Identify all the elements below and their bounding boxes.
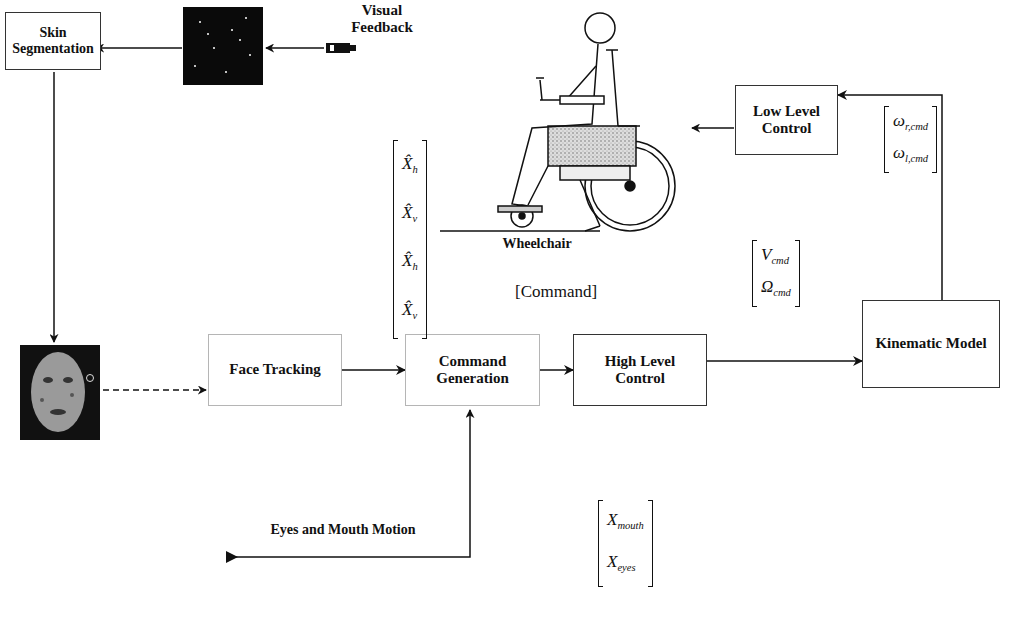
image-arrow (96, 47, 182, 49)
edge-label: [Command] (513, 282, 599, 302)
signal-name: X̂ (402, 251, 412, 270)
vector-entry: Ωcmd (761, 274, 791, 306)
connector-arrow (707, 360, 862, 362)
vector-entry: ωl,cmd (893, 140, 928, 172)
input-arrow (226, 410, 470, 557)
connector-arrow (540, 369, 573, 371)
signal-name: ω (893, 143, 905, 162)
connector-arrow (342, 369, 405, 371)
signal-subscript: mouth (617, 520, 643, 531)
vector-entry: X̂h (402, 142, 418, 191)
node-label: High Level Control (579, 353, 701, 388)
camera-icon (326, 43, 356, 53)
signal-name: X̂ (402, 154, 412, 173)
signal-name: Ω (761, 277, 773, 296)
connector-arrow (838, 95, 942, 300)
process-box: Kinematic Model (862, 300, 1000, 388)
vector-entry: Xeyes (607, 544, 644, 586)
wheelchair-drawing (440, 13, 675, 231)
vector-entry: Vcmd (761, 242, 791, 274)
process-box: Command Generation (405, 334, 540, 406)
annotation-label: Visual Feedback (350, 2, 414, 35)
segmentation-arrow (53, 72, 55, 342)
process-box: Low Level Control (735, 85, 838, 155)
vector-bracket: XmouthXeyes (598, 500, 653, 587)
process-box: High Level Control (573, 334, 707, 406)
signal-subscript: v (412, 310, 417, 321)
signal-subscript: r,cmd (905, 121, 928, 132)
vector-entry: Xmouth (607, 502, 644, 544)
node-label: Command Generation (411, 353, 534, 388)
signal-subscript: h (412, 164, 417, 175)
signal-subscript: l,cmd (905, 152, 928, 163)
signal-name: X̂ (402, 203, 412, 222)
process-box: Skin Segmentation (5, 12, 101, 70)
vector-entry: X̂v (402, 288, 418, 337)
input-arrow-tail (226, 551, 238, 563)
node-label: Kinematic Model (875, 335, 986, 352)
signal-subscript: eyes (617, 561, 635, 572)
signal-subscript: cmd (773, 286, 791, 297)
node-label: Skin Segmentation (11, 25, 95, 57)
drive-arrow (692, 127, 734, 129)
vector-bracket: VcmdΩcmd (752, 240, 800, 307)
vector-bracket: ωr,cmdωl,cmd (884, 106, 937, 173)
vector-bracket: X̂hX̂vX̂hX̂v (393, 140, 427, 339)
feedback-arrow (266, 47, 324, 49)
process-box: Face Tracking (208, 334, 342, 406)
face-image (20, 345, 100, 440)
signal-name: ω (893, 111, 905, 130)
vector-entry: X̂v (402, 191, 418, 240)
signal-subscript: cmd (771, 255, 789, 266)
vector-entry: ωr,cmd (893, 108, 928, 140)
face-arrow (103, 389, 206, 391)
vector-entry: X̂h (402, 239, 418, 288)
input-label: Eyes and Mouth Motion (248, 522, 438, 537)
signal-subscript: v (412, 212, 417, 223)
figure-label: Wheelchair (492, 236, 582, 251)
signal-name: X̂ (402, 300, 412, 319)
signal-name: X (607, 510, 617, 529)
signal-subscript: h (412, 261, 417, 272)
node-label: Face Tracking (229, 361, 321, 378)
node-label: Low Level Control (741, 103, 832, 138)
signal-name: X (607, 552, 617, 571)
signal-name: V (761, 245, 771, 264)
camera-image (183, 7, 263, 85)
